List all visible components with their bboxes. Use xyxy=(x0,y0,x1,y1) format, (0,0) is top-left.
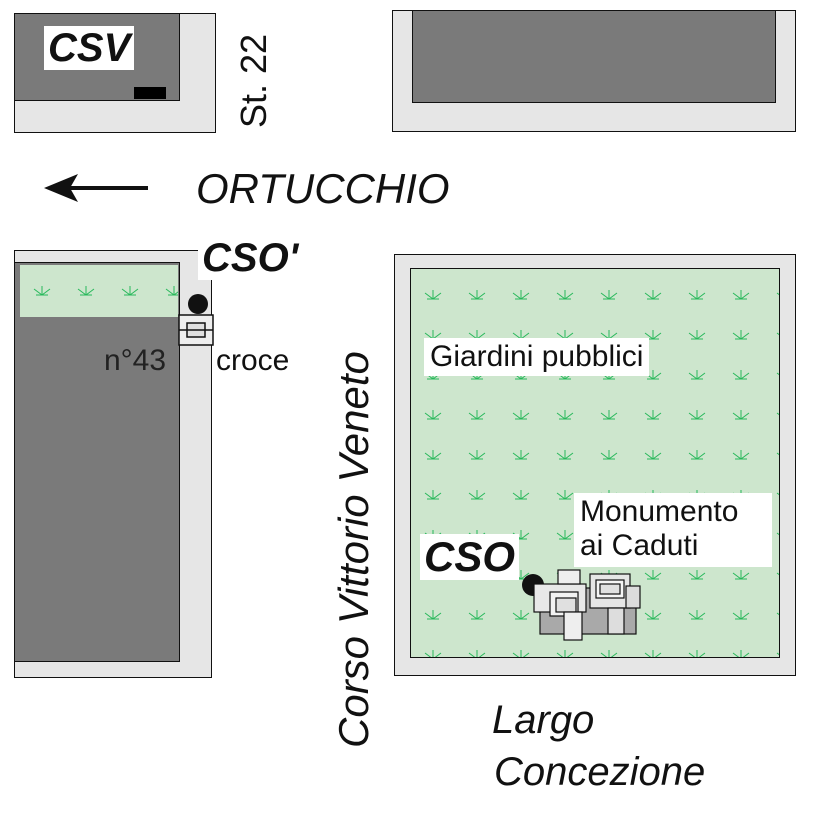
label-csv: CSV xyxy=(44,26,135,70)
label-concezione: Concezione xyxy=(494,750,706,794)
monument-icon xyxy=(533,569,641,641)
label-croce: croce xyxy=(216,344,290,377)
site-dot-icon-cso-prime xyxy=(188,294,208,314)
garden-strip-left xyxy=(20,265,178,317)
building-top-right xyxy=(412,10,776,103)
label-cso: CSO xyxy=(420,534,520,580)
label-ai-caduti: ai Caduti xyxy=(580,529,699,562)
building-entrance xyxy=(134,87,166,99)
public-gardens xyxy=(410,268,780,658)
label-giardini-pubblici: Giardini pubblici xyxy=(424,338,650,376)
monument-label-box: Monumento ai Caduti xyxy=(574,493,772,567)
arrow-left-icon xyxy=(44,174,148,202)
label-ortucchio: ORTUCCHIO xyxy=(196,165,450,212)
label-corso-vittorio-veneto: Corso Vittorio Veneto xyxy=(330,351,377,748)
label-cso-prime: CSO' xyxy=(198,236,303,280)
cross-marker-icon xyxy=(178,314,214,346)
label-number-43: n°43 xyxy=(104,344,167,377)
building-left xyxy=(14,262,180,662)
label-largo: Largo xyxy=(492,698,595,742)
label-monumento: Monumento xyxy=(580,495,739,528)
label-street-22: St. 22 xyxy=(233,33,274,128)
